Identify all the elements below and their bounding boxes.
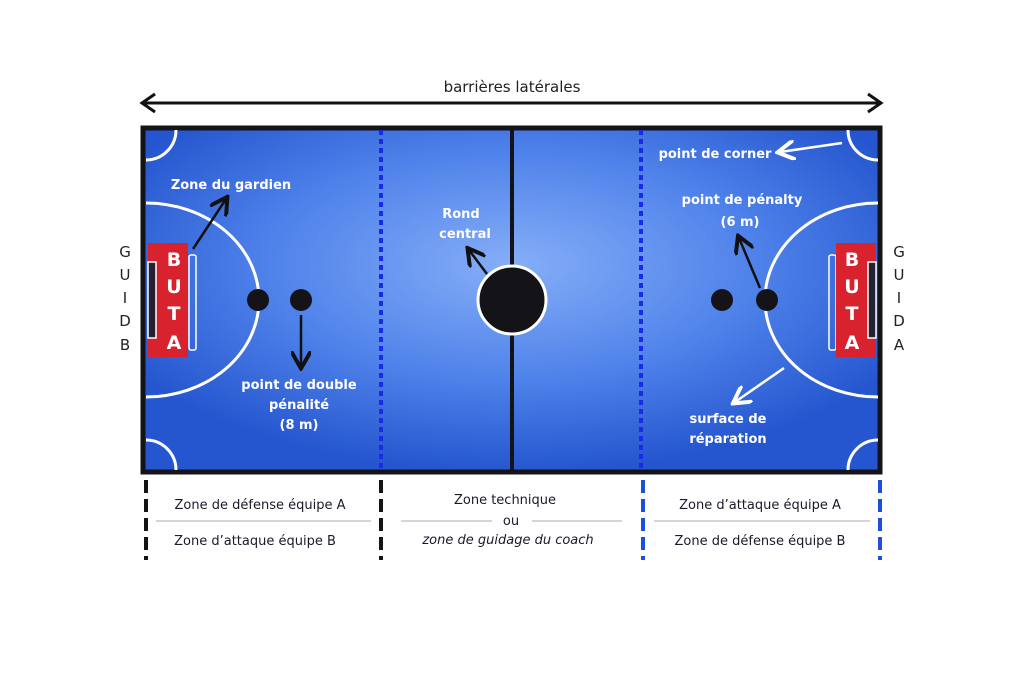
- svg-text:B: B: [845, 249, 859, 271]
- arrow-corner: [780, 143, 843, 152]
- label-area-2: réparation: [689, 432, 766, 447]
- label-double-1: point de double: [241, 378, 357, 393]
- guide-left-label: G U I D B: [119, 243, 131, 354]
- legend-dividers: [144, 480, 882, 560]
- spot-right-double: [711, 289, 733, 311]
- label-goalkeeper-zone: Zone du gardien: [171, 178, 291, 193]
- side-barriers-label: barrières latérales: [444, 78, 581, 96]
- spot-left-penalty: [247, 289, 269, 311]
- svg-text:B: B: [167, 249, 181, 271]
- arrow-penalty-area: [735, 366, 785, 402]
- svg-text:A: A: [845, 332, 860, 354]
- spot-left-double: [290, 289, 312, 311]
- svg-text:G: G: [119, 243, 131, 261]
- svg-text:I: I: [123, 289, 127, 307]
- center-circle: [476, 264, 548, 336]
- svg-text:U: U: [894, 266, 905, 284]
- svg-text:A: A: [167, 332, 182, 354]
- svg-text:D: D: [119, 312, 131, 330]
- svg-text:T: T: [168, 303, 181, 325]
- svg-text:A: A: [894, 336, 905, 354]
- label-corner: point de corner: [659, 147, 772, 162]
- arrow-goalkeeper-zone: [191, 199, 226, 250]
- label-double-2: pénalité: [269, 398, 329, 413]
- goal-left: B U T A: [147, 243, 197, 357]
- svg-text:D: D: [893, 312, 905, 330]
- svg-text:T: T: [846, 303, 859, 325]
- legend-right-bottom: Zone de défense équipe B: [675, 534, 846, 549]
- arrow-center: [469, 250, 488, 275]
- label-double-3: (8 m): [280, 418, 319, 433]
- legend-mid-or: ou: [503, 514, 519, 529]
- legend-left-bottom: Zone d’attaque équipe B: [174, 534, 336, 549]
- legend-left-top: Zone de défense équipe A: [175, 498, 346, 513]
- svg-text:B: B: [120, 336, 130, 354]
- label-center-1: Rond: [442, 207, 480, 222]
- svg-text:U: U: [120, 266, 131, 284]
- label-area-1: surface de: [689, 412, 766, 427]
- legend-right-top: Zone d’attaque équipe A: [679, 498, 841, 513]
- arrow-penalty: [739, 238, 762, 289]
- guide-right-label: G U I D A: [893, 243, 905, 354]
- svg-text:G: G: [893, 243, 905, 261]
- svg-text:U: U: [844, 276, 859, 298]
- corner-arcs: [145, 129, 879, 471]
- label-center-2: central: [439, 227, 491, 242]
- side-barriers-arrow: [139, 92, 884, 114]
- svg-text:U: U: [166, 276, 181, 298]
- svg-text:I: I: [897, 289, 901, 307]
- label-penalty-2: (6 m): [721, 215, 760, 230]
- legend-mid-bottom: zone de guidage du coach: [421, 533, 593, 548]
- spot-right-penalty: [756, 289, 778, 311]
- legend-mid-top: Zone technique: [454, 493, 556, 508]
- goal-right: B U T A: [828, 243, 877, 357]
- label-penalty-1: point de pénalty: [682, 193, 803, 208]
